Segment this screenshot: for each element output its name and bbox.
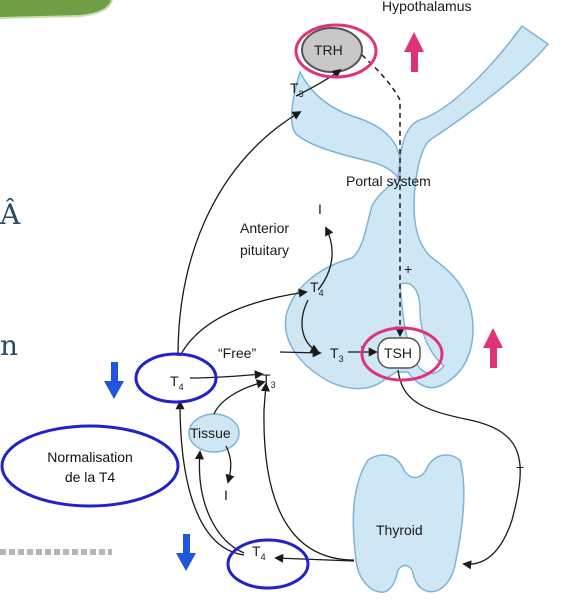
normalisation-note-line2: de la T4: [65, 469, 116, 485]
normalisation-note-bubble: [0, 424, 180, 508]
tissue-label: Tissue: [190, 425, 231, 441]
iodide-label-tissue: I: [224, 487, 228, 503]
pituitary-label: pituitary: [240, 242, 289, 258]
green-banner-fragment: [0, 0, 112, 18]
slide-text-fragment-n: n: [0, 329, 18, 362]
t3-free-label: T3: [262, 371, 276, 390]
t4-pituitary-label: T4: [310, 279, 324, 298]
tsh-highlight-circle: [360, 326, 444, 382]
plus-sign-thyroid: +: [516, 459, 524, 475]
thyroid-shape: [352, 454, 465, 593]
arrow-up-icon: [483, 328, 503, 368]
thyroid-label: Thyroid: [376, 522, 423, 538]
anterior-label: Anterior: [240, 220, 289, 236]
normalisation-note-line1: Normalisation: [47, 449, 133, 465]
tsh-node: [377, 337, 421, 369]
t4-bottom-highlight-circle: [226, 538, 310, 590]
portal-system-label: Portal system: [346, 173, 431, 189]
t4-bottom-label: T4: [252, 543, 266, 562]
hypothalamus-label: Hypothalamus: [382, 0, 472, 14]
t3-hypothalamus-label: T3: [290, 80, 304, 99]
iodide-label-pituitary: I: [318, 201, 322, 217]
plus-sign-portal: +: [404, 261, 412, 277]
trh-label: TRH: [314, 42, 343, 58]
trh-highlight-circle: [294, 23, 378, 79]
free-label: “Free”: [218, 345, 256, 361]
arrow-down-icon: [104, 362, 124, 399]
arrow-down-icon: [176, 534, 196, 571]
t4-highlight-circle: [134, 352, 218, 404]
tsh-label: TSH: [384, 345, 412, 361]
t3-pituitary-label: T3: [330, 345, 344, 364]
arrow-up-icon: [404, 32, 424, 72]
t4-circulating-label: T4: [170, 373, 184, 392]
slide-text-fragment-a: Â: [0, 198, 21, 231]
